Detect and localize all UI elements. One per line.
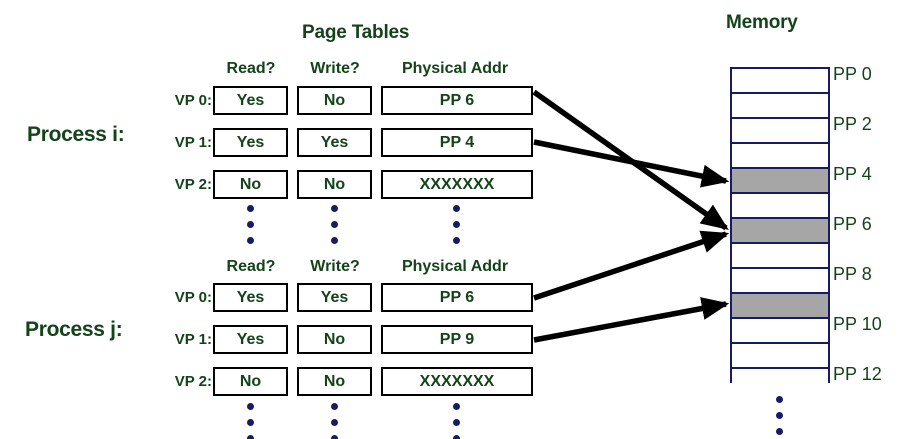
process-j-vp1-write-cell[interactable]: No — [297, 325, 372, 354]
process-i-vp1-label: VP 1: — [174, 134, 212, 151]
process-j-header-write: Write? — [310, 258, 360, 275]
process-j-vp1-read-cell[interactable]: Yes — [213, 325, 288, 354]
memory-column — [730, 67, 830, 394]
memory-label-pp8: PP 8 — [833, 264, 872, 284]
process-i-vp0-read-cell[interactable]: Yes — [213, 86, 288, 115]
memory-cell-10[interactable] — [732, 319, 828, 344]
memory-label-pp12: PP 12 — [833, 364, 882, 384]
process-i-vp1-addr-cell[interactable]: PP 4 — [381, 128, 533, 157]
process-j-vp0-write-cell[interactable]: Yes — [297, 283, 372, 312]
process-j-vp2-write-cell[interactable]: No — [297, 367, 372, 396]
memory-cell-9[interactable] — [732, 294, 828, 319]
process-j-vp0-addr-cell[interactable]: PP 6 — [381, 283, 533, 312]
process-i-vp1-read-cell[interactable]: Yes — [213, 128, 288, 157]
process-i-vp2-addr-cell[interactable]: XXXXXXX — [381, 170, 533, 199]
page-tables-title: Page Tables — [302, 22, 410, 43]
memory-cell-7[interactable] — [732, 244, 828, 269]
memory-cell-8[interactable] — [732, 269, 828, 294]
memory-label-pp6: PP 6 — [833, 214, 872, 234]
memory-ellipsis — [776, 396, 783, 439]
process-j-read-ellipsis — [247, 403, 254, 439]
process-i-write-ellipsis — [331, 205, 338, 253]
process-j-vp1-addr-cell[interactable]: PP 9 — [381, 325, 533, 354]
process-i-addr-ellipsis — [453, 205, 460, 253]
process-i-read-ellipsis — [247, 205, 254, 253]
arrow-process-j-vp0-to-pp6 — [533, 230, 730, 301]
process-j-label: Process j: — [25, 318, 123, 341]
arrow-process-i-vp0-to-pp6 — [532, 89, 729, 231]
process-i-vp0-label: VP 0: — [174, 92, 212, 109]
memory-label-pp4: PP 4 — [833, 164, 872, 184]
memory-cell-12[interactable] — [732, 369, 828, 394]
process-j-vp2-read-cell[interactable]: No — [213, 367, 288, 396]
memory-cell-1[interactable] — [732, 94, 828, 119]
memory-cell-6[interactable] — [732, 219, 828, 244]
process-j-vp0-label: VP 0: — [174, 289, 212, 306]
process-j-addr-ellipsis — [453, 403, 460, 439]
process-i-vp0-write-cell[interactable]: No — [297, 86, 372, 115]
memory-label-pp10: PP 10 — [833, 314, 882, 334]
memory-cell-4[interactable] — [732, 169, 828, 194]
memory-cell-0[interactable] — [732, 69, 828, 94]
arrow-process-i-vp1-to-pp4 — [533, 139, 730, 188]
memory-cell-5[interactable] — [732, 194, 828, 219]
process-i-vp1-write-cell[interactable]: Yes — [297, 128, 372, 157]
process-j-vp2-label: VP 2: — [174, 373, 212, 390]
process-j-header-physical-addr: Physical Addr — [401, 258, 509, 275]
process-j-write-ellipsis — [331, 403, 338, 439]
process-i-header-read: Read? — [226, 60, 276, 77]
process-i-vp2-write-cell[interactable]: No — [297, 170, 372, 199]
memory-label-pp0: PP 0 — [833, 64, 872, 84]
memory-label-pp2: PP 2 — [833, 114, 872, 134]
process-j-vp1-label: VP 1: — [174, 331, 212, 348]
memory-title: Memory — [726, 12, 798, 33]
arrow-process-j-vp1-to-pp9 — [533, 297, 730, 343]
process-i-header-write: Write? — [310, 60, 360, 77]
memory-cell-11[interactable] — [732, 344, 828, 369]
process-i-vp0-addr-cell[interactable]: PP 6 — [381, 86, 533, 115]
process-i-vp2-label: VP 2: — [174, 176, 212, 193]
process-i-vp2-read-cell[interactable]: No — [213, 170, 288, 199]
process-j-header-read: Read? — [226, 258, 276, 275]
process-j-vp0-read-cell[interactable]: Yes — [213, 283, 288, 312]
memory-cell-3[interactable] — [732, 144, 828, 169]
process-i-header-physical-addr: Physical Addr — [401, 60, 509, 77]
process-i-label: Process i: — [27, 123, 125, 146]
memory-cell-2[interactable] — [732, 119, 828, 144]
process-j-vp2-addr-cell[interactable]: XXXXXXX — [381, 367, 533, 396]
